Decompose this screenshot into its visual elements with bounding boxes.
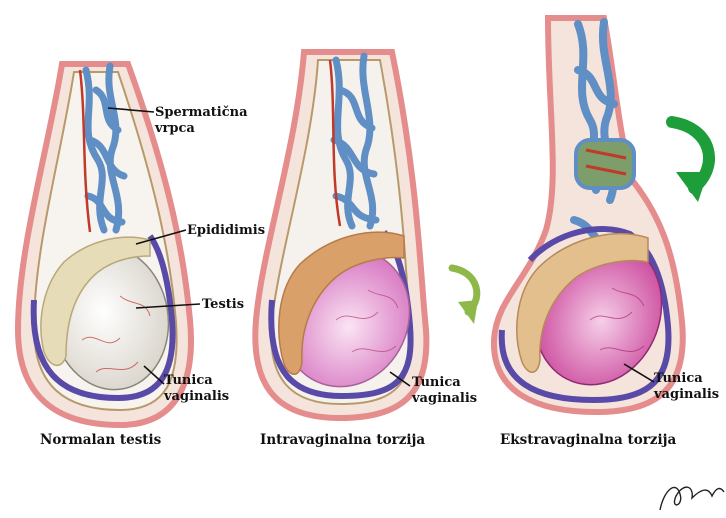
- label-tunica-normal-line1: Tunica: [164, 373, 213, 388]
- label-spermatic-cord-line1: Spermatična: [155, 105, 248, 120]
- label-tunica-intravaginal-line2: vaginalis: [411, 391, 477, 406]
- label-tunica-normal-line2: vaginalis: [163, 389, 229, 404]
- label-spermatic-cord-line2: vrpca: [154, 121, 195, 136]
- twisted-cord-segment: [576, 140, 634, 188]
- panel-intravaginal: [255, 52, 478, 418]
- label-tunica-extravaginal-line1: Tunica: [654, 371, 703, 386]
- label-epididymis: Epididimis: [187, 223, 265, 238]
- panel-extravaginal: [494, 18, 709, 412]
- panel-captions: Normalan testis Intravaginalna torzija E…: [40, 432, 676, 448]
- label-testis: Testis: [202, 297, 244, 312]
- curved-rotation-arrow-icon: [672, 122, 709, 202]
- curved-rotation-arrow-icon: [452, 268, 478, 324]
- caption-intravaginal: Intravaginalna torzija: [260, 432, 425, 448]
- signature: [660, 487, 724, 510]
- caption-extravaginal: Ekstravaginalna torzija: [500, 432, 676, 448]
- label-tunica-intravaginal-line1: Tunica: [412, 375, 461, 390]
- label-tunica-extravaginal-line2: vaginalis: [653, 387, 719, 402]
- caption-normal: Normalan testis: [40, 432, 162, 448]
